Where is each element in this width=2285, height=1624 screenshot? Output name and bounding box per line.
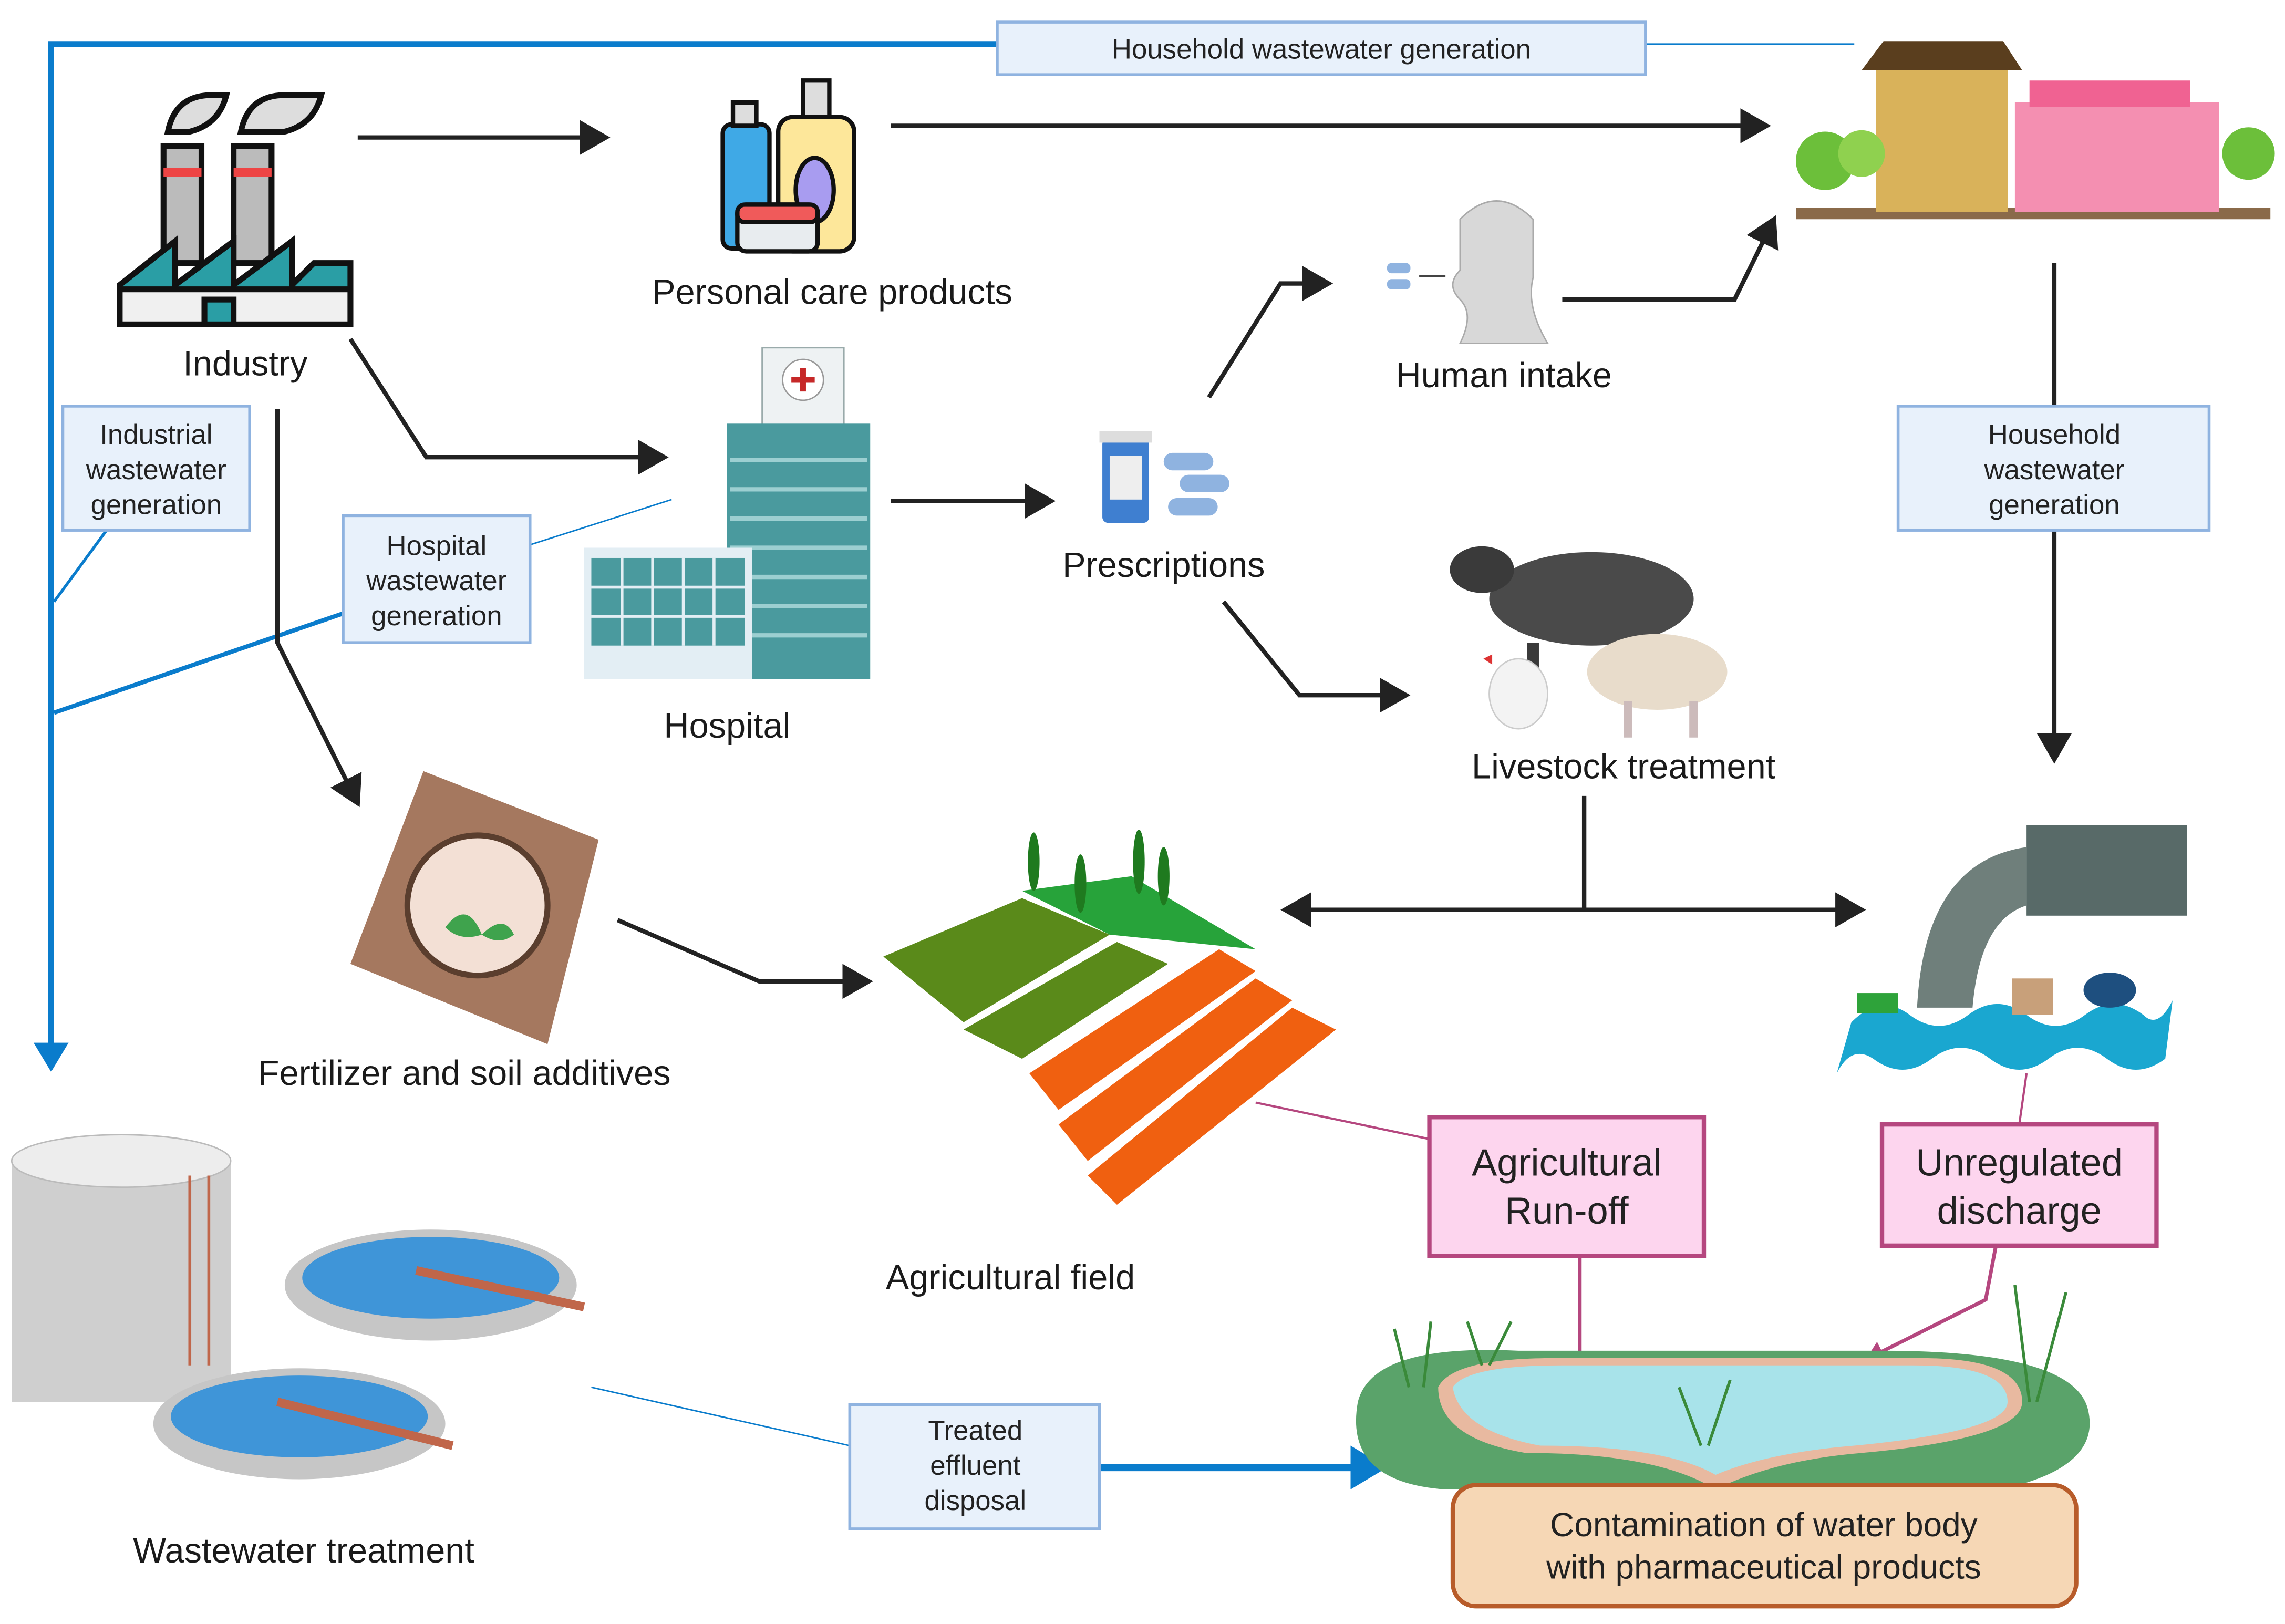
household-wastewater-right-box: Household wastewater generation xyxy=(1896,405,2211,532)
prescriptions-icon xyxy=(1099,431,1229,523)
svg-text:wastewater: wastewater xyxy=(366,565,506,596)
human-intake-icon xyxy=(1387,200,1549,344)
agricultural-field-label: Agricultural field xyxy=(886,1258,1135,1297)
arrow-prescriptions-livestock xyxy=(1222,600,1411,713)
contamination-box: Contamination of water body with pharmac… xyxy=(1450,1483,2079,1609)
svg-text:Household: Household xyxy=(1988,419,2121,450)
household-buildings-icon xyxy=(1796,41,2275,220)
arrow-fertilizer-field xyxy=(616,918,873,999)
industrial-connector xyxy=(53,529,108,603)
svg-text:effluent: effluent xyxy=(930,1450,1021,1481)
agricultural-field-icon xyxy=(883,829,1336,1205)
factory-icon xyxy=(117,92,354,327)
pond-icon xyxy=(1356,1285,2090,1489)
arrow-industry-hospital xyxy=(348,337,669,475)
hospital-icon xyxy=(584,347,871,679)
hospital-building-connector xyxy=(530,499,672,546)
svg-text:wastewater: wastewater xyxy=(1983,454,2124,485)
wastewater-flow-lines xyxy=(33,41,1855,1489)
wastewater-treatment-icon xyxy=(11,1134,585,1480)
agricultural-runoff-box: Agricultural Run-off xyxy=(1427,1115,1707,1258)
svg-text:Contamination of water body: Contamination of water body xyxy=(1550,1506,1978,1544)
svg-text:wastewater: wastewater xyxy=(86,454,226,485)
personal-care-label: Personal care products xyxy=(652,273,1012,312)
arrow-industry-fertilizer xyxy=(275,409,362,808)
industrial-wastewater-box: Industrial wastewater generation xyxy=(61,405,251,532)
flow-arrows xyxy=(275,108,2072,999)
svg-text:with pharmaceutical products: with pharmaceutical products xyxy=(1546,1548,1981,1586)
pipe-discharge-connector xyxy=(2018,1073,2028,1125)
svg-text:Hospital: Hospital xyxy=(387,530,487,561)
livestock-label: Livestock treatment xyxy=(1472,748,1776,787)
livestock-icon xyxy=(1450,546,1728,738)
fertilizer-label: Fertilizer and soil additives xyxy=(258,1054,671,1093)
personal-care-icon xyxy=(720,78,856,254)
svg-text:Run-off: Run-off xyxy=(1505,1190,1629,1232)
treated-effluent-box: Treated effluent disposal xyxy=(848,1403,1101,1530)
discharge-pipe-icon xyxy=(1836,825,2187,1073)
hospital-connector xyxy=(53,611,344,715)
industry-label: Industry xyxy=(183,345,308,384)
arrow-discharge-pond xyxy=(1865,1245,1998,1362)
svg-text:Agricultural: Agricultural xyxy=(1472,1142,1661,1184)
svg-text:Unregulated: Unregulated xyxy=(1916,1142,2123,1184)
arrow-human-household xyxy=(1562,215,1779,302)
svg-text:generation: generation xyxy=(91,490,222,521)
field-runoff-connector xyxy=(1255,1101,1430,1141)
svg-text:discharge: discharge xyxy=(1937,1190,2102,1232)
hospital-wastewater-box: Hospital wastewater generation xyxy=(342,514,532,644)
unregulated-discharge-box: Unregulated discharge xyxy=(1879,1122,2159,1248)
household-wastewater-top-box: Household wastewater generation xyxy=(996,20,1647,76)
main-wastewater-line xyxy=(33,41,997,1072)
svg-text:Industrial: Industrial xyxy=(100,419,212,450)
fertilizer-bag-icon xyxy=(350,771,599,1044)
treatment-connector xyxy=(591,1387,850,1446)
svg-text:generation: generation xyxy=(371,601,502,632)
prescriptions-label: Prescriptions xyxy=(1062,546,1265,585)
wastewater-treatment-label: Wastewater treatment xyxy=(133,1532,474,1570)
svg-text:generation: generation xyxy=(1989,490,2119,521)
svg-text:Treated: Treated xyxy=(928,1415,1022,1446)
svg-text:disposal: disposal xyxy=(924,1485,1026,1516)
svg-text:Household wastewater generatio: Household wastewater generation xyxy=(1112,34,1531,65)
human-intake-label: Human intake xyxy=(1396,356,1612,395)
arrow-prescriptions-human xyxy=(1207,266,1333,399)
hospital-label: Hospital xyxy=(664,707,790,746)
